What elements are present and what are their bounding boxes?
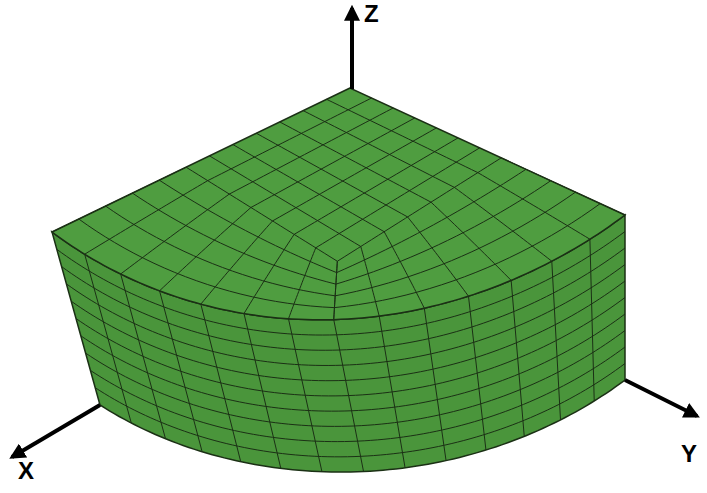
mesh-line [316,148,480,248]
mesh-line [337,169,526,272]
mesh-line [468,296,485,450]
mesh-line [121,194,230,274]
mesh-line [294,138,458,234]
mesh-line [478,173,590,240]
top-face [52,88,625,320]
mesh-line [303,111,454,188]
mesh-line [79,219,335,308]
mesh-line [552,261,561,420]
mesh-line [590,239,594,401]
mesh-line [159,180,336,272]
mesh-line [336,181,551,284]
mesh-line [327,99,478,172]
mesh-line [273,128,437,221]
top-face-fill [52,88,625,320]
mesh-line [280,122,431,202]
mesh-line [229,108,393,194]
mesh-line [81,314,625,411]
mesh-line [251,118,415,208]
axis-arrow [12,405,100,457]
mesh-line [256,133,407,217]
mesh-line [431,202,511,280]
mesh-line [501,158,625,215]
mesh-line [384,232,424,308]
mesh-line [379,316,405,468]
axis-label: Z [364,2,379,26]
mesh-line [160,208,251,291]
mesh-line [334,261,338,319]
mesh-line [106,206,336,296]
mesh-line [511,280,524,436]
mesh-line [334,204,600,308]
mesh-line [121,274,166,439]
mesh-line [52,167,186,232]
axis-label: X [18,459,34,483]
mesh-line [95,364,625,457]
mesh-line [244,234,294,313]
mesh-line [132,193,335,284]
mesh-line [288,319,321,472]
mesh-line [454,187,551,261]
mesh-line [210,156,361,247]
mesh-line [208,98,372,181]
mesh-line [201,304,241,462]
axis-arrow [625,380,697,416]
mesh-line [424,308,446,460]
mesh-line [244,314,281,469]
mesh-line [160,291,203,452]
mesh-line [85,181,208,255]
axis-arrow [350,8,354,89]
mesh-line [90,347,625,442]
axis-label: Y [681,442,697,466]
mesh-line [201,221,273,304]
mesh-line [233,145,384,232]
mesh-line [334,261,338,319]
mesh-line [186,167,337,261]
mesh-line [85,254,132,423]
mesh-line [334,320,364,472]
mesh-line [408,217,469,296]
axes [12,8,697,457]
